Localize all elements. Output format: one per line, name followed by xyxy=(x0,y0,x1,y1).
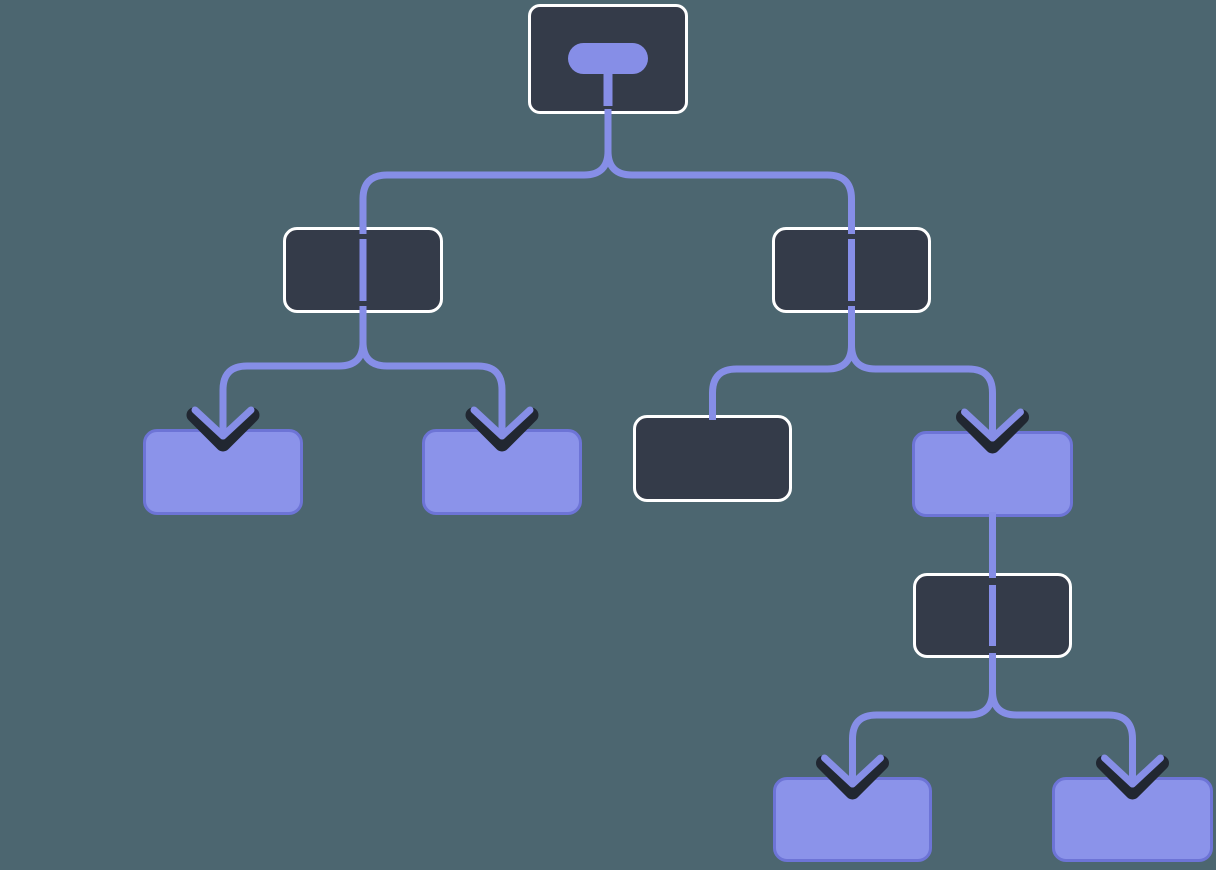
node-leaf-bottom-2[interactable] xyxy=(1052,777,1213,862)
node-branch-bottom[interactable] xyxy=(913,573,1072,658)
node-branch-left[interactable] xyxy=(283,227,443,313)
node-child-right-dark[interactable] xyxy=(633,415,792,502)
node-branch-right[interactable] xyxy=(772,227,931,313)
node-leaf-left-1[interactable] xyxy=(143,429,303,515)
node-leaf-left-2[interactable] xyxy=(422,429,582,515)
node-leaf-bottom-1[interactable] xyxy=(773,777,932,862)
node-root[interactable] xyxy=(528,4,688,114)
node-child-right-purple[interactable] xyxy=(912,431,1073,517)
